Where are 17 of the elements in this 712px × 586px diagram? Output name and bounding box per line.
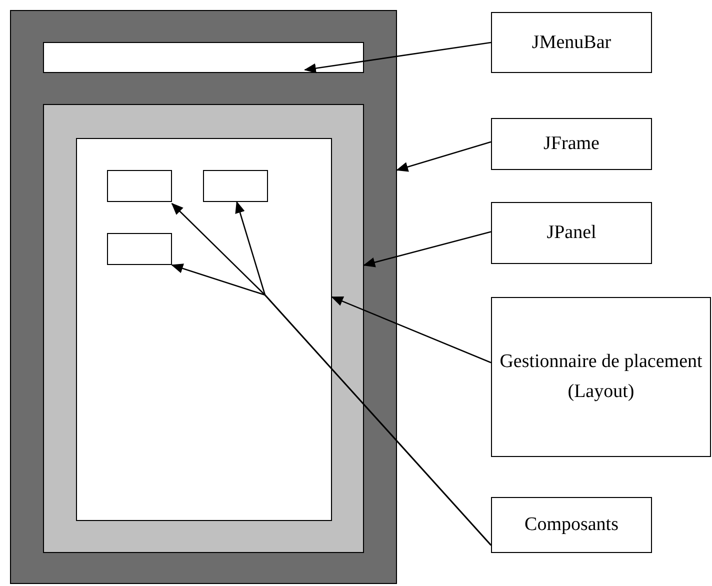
callout-label: JMenuBar bbox=[491, 12, 652, 73]
component-box bbox=[107, 233, 172, 265]
callout-label: Composants bbox=[491, 497, 652, 553]
leader-arrow bbox=[331, 296, 492, 364]
callout-label: JFrame bbox=[491, 118, 652, 170]
callout-label: Gestionnaire de placement (Layout) bbox=[491, 297, 711, 457]
component-box bbox=[107, 170, 172, 202]
leader-arrow bbox=[304, 42, 492, 74]
layout-area bbox=[76, 138, 332, 521]
callout-label: JPanel bbox=[491, 202, 652, 264]
leader-arrow bbox=[396, 141, 492, 172]
menu-bar bbox=[43, 42, 364, 73]
content-panel bbox=[43, 104, 364, 553]
leader-arrow bbox=[363, 231, 492, 268]
component-box bbox=[203, 170, 268, 202]
window-frame bbox=[10, 10, 397, 584]
leader-arrow bbox=[171, 264, 492, 546]
